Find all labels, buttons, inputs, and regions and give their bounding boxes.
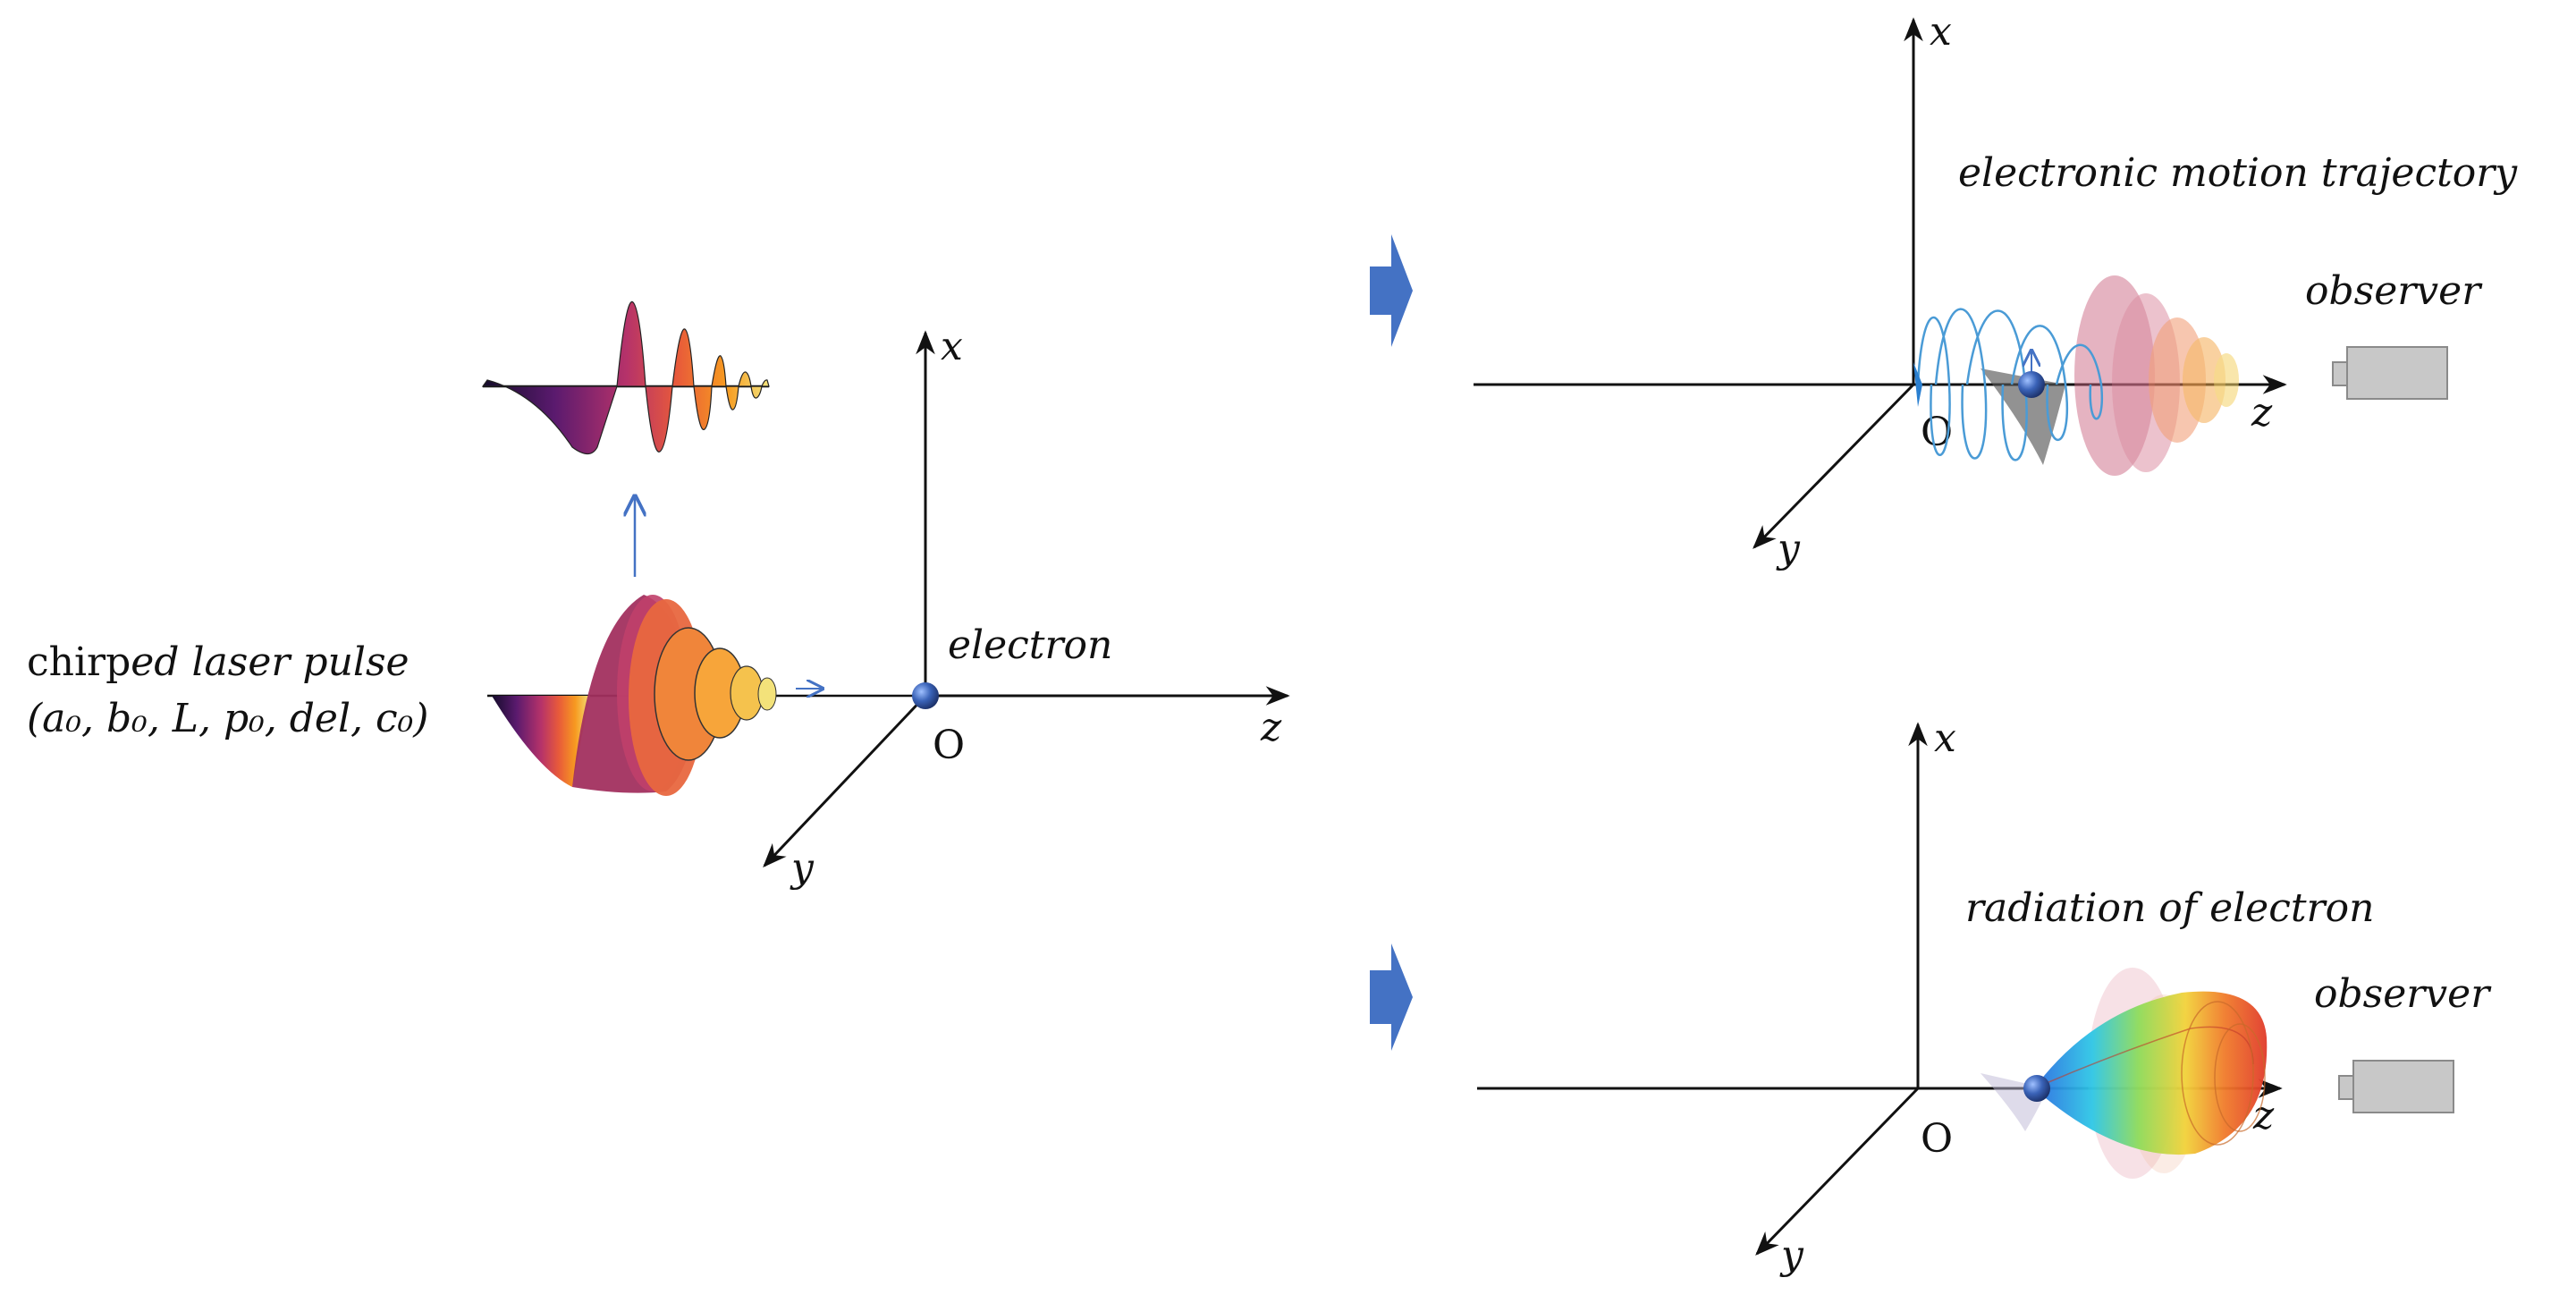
left-origin-label: O [933,723,965,768]
electron-ball-left [912,682,939,709]
transition-arrow-top [1370,234,1413,347]
pulse-parameters: (a₀, b₀, L, p₀, del, c₀) [27,696,428,741]
br-title: radiation of electron [1965,885,2374,931]
left-y-axis-label: y [790,845,815,891]
chirped-pulse-3d [492,595,777,796]
tr-z-axis-label: z [2251,390,2273,436]
radiation-lobe [2033,991,2268,1155]
left-z-axis-label: z [1260,705,1282,750]
pulse-label-line1: chirped laser pulse [27,639,410,685]
br-origin-label: O [1921,1116,1953,1162]
chirped-pulse-waveform [481,300,770,455]
electron-ball-bottom [2023,1075,2050,1102]
br-y-axis [1755,1087,1920,1256]
electron-ball-top [2018,371,2045,398]
tr-ghost-pulse [1981,275,2239,476]
tr-title: electronic motion trajectory [1958,150,2518,196]
bottom-right-panel: x z y O radiation of electron observer [1477,715,2492,1278]
tr-y-axis-label: y [1776,526,1801,571]
br-y-axis-label: y [1779,1232,1804,1278]
left-y-axis [763,694,927,867]
tr-observer-camera-icon [2332,346,2448,400]
top-right-panel: x z y O electronic motion trajectory obs… [1474,9,2518,571]
br-observer-label: observer [2314,971,2492,1017]
transition-arrow-bottom [1370,943,1413,1051]
br-x-axis-label: x [1934,715,1956,761]
br-observer-camera-icon [2338,1060,2454,1113]
left-x-axis-label: x [941,324,963,369]
left-panel: x z y O electron chirp [27,300,1290,891]
tr-x-axis-label: x [1930,9,1952,55]
tr-y-axis [1753,383,1915,549]
electron-label: electron [948,622,1112,668]
tr-observer-label: observer [2305,268,2483,314]
